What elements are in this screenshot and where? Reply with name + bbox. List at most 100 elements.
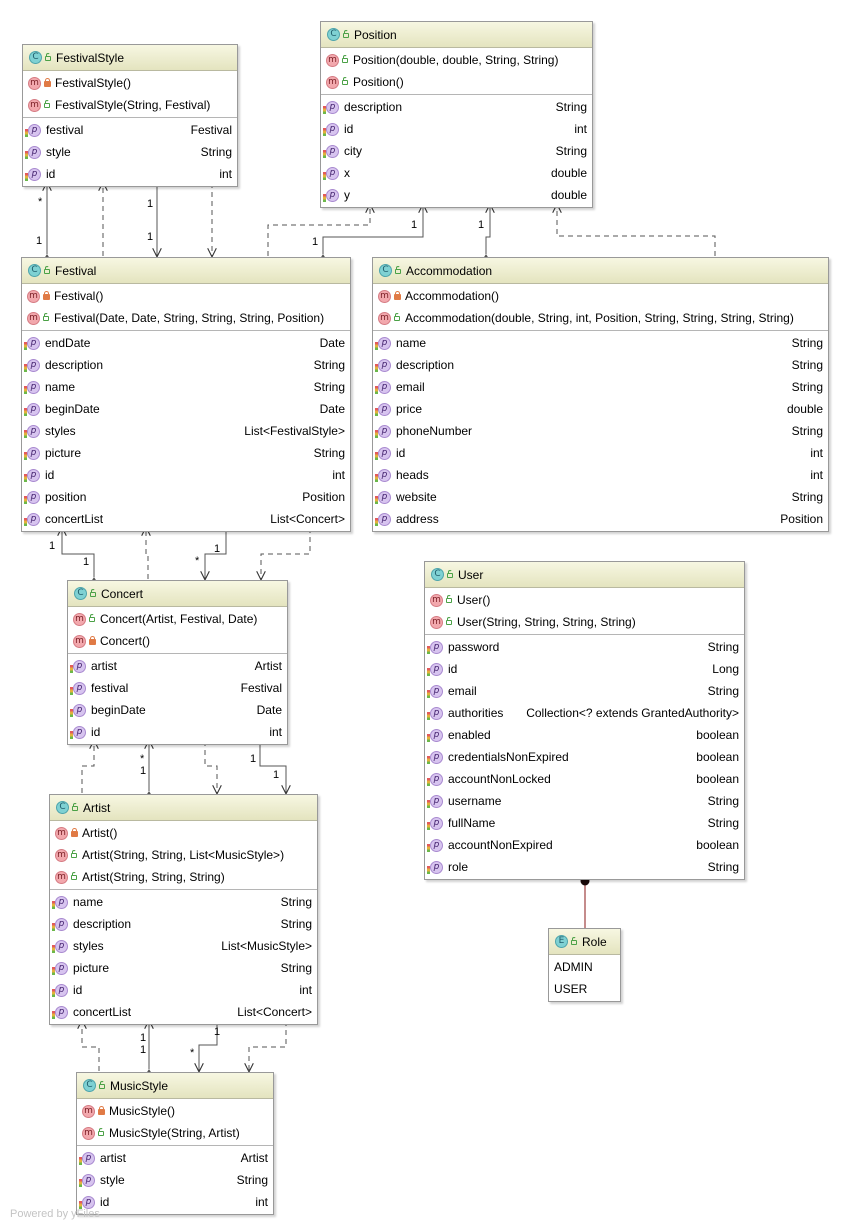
class-header: C FestivalStyle — [23, 45, 237, 71]
property-icon: p — [430, 772, 443, 786]
private-icon — [44, 78, 51, 87]
field-name: position — [45, 490, 87, 504]
field-type: double — [550, 188, 587, 202]
public-icon — [71, 872, 78, 881]
field-name: id — [396, 446, 406, 460]
field-type: Long — [712, 662, 739, 676]
public-icon — [99, 1080, 106, 1090]
field-type: int — [299, 983, 312, 997]
field-type: String — [707, 816, 739, 830]
property-icon: p — [430, 838, 443, 852]
field-type: String — [280, 895, 312, 909]
field-name: address — [396, 512, 439, 526]
class-role[interactable]: E Role ADMIN USER — [548, 928, 621, 1002]
private-icon — [98, 1106, 105, 1115]
enum-constant[interactable]: USER — [549, 978, 620, 1000]
field-type: int — [810, 446, 823, 460]
property-icon: p — [82, 1195, 95, 1209]
method-name: Concert(Artist, Festival, Date) — [100, 612, 258, 626]
field-name: name — [45, 380, 76, 394]
method-icon: m — [430, 593, 443, 607]
public-icon — [395, 265, 402, 275]
enum-constant[interactable]: ADMIN — [549, 956, 620, 978]
field-name: id — [45, 468, 55, 482]
